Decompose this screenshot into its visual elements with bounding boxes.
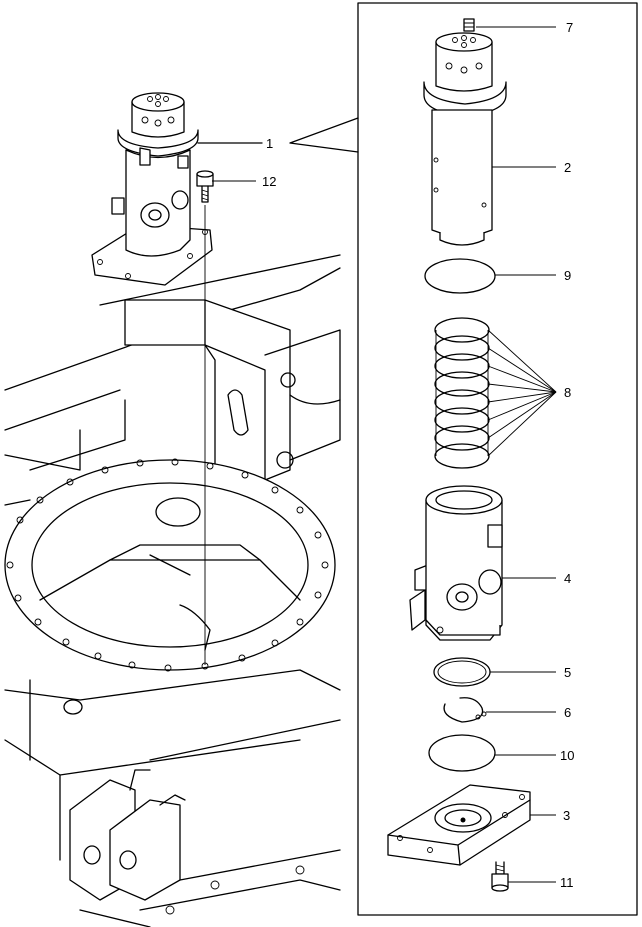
o-ring-part-10 bbox=[428, 734, 496, 772]
callout-2: 2 bbox=[564, 160, 571, 175]
spindle-part-2 bbox=[423, 32, 507, 246]
callout-numbers: 1 2 3 4 5 6 7 8 9 10 11 12 bbox=[262, 20, 574, 890]
callout-7: 7 bbox=[566, 20, 573, 35]
plug-part-7 bbox=[463, 18, 475, 32]
seal-stack-part-8 bbox=[434, 317, 490, 469]
machine-frame bbox=[4, 254, 341, 927]
o-ring-part-9 bbox=[424, 258, 496, 294]
exploded-view-frame bbox=[357, 2, 638, 916]
leader-lines bbox=[212, 26, 557, 883]
bolt-part-11 bbox=[491, 861, 509, 892]
callout-5: 5 bbox=[564, 665, 571, 680]
callout-10: 10 bbox=[560, 748, 574, 763]
callout-9: 9 bbox=[564, 268, 571, 283]
callout-1-leader bbox=[197, 117, 359, 153]
callout-4: 4 bbox=[564, 571, 571, 586]
ring-part-5 bbox=[433, 657, 491, 687]
callout-8: 8 bbox=[564, 385, 571, 400]
body-part-4 bbox=[409, 485, 503, 641]
callout-6: 6 bbox=[564, 705, 571, 720]
bolt-12 bbox=[196, 170, 214, 203]
callout-1: 1 bbox=[266, 136, 273, 151]
callout-11: 11 bbox=[560, 875, 574, 890]
assembled-swivel-joint bbox=[91, 92, 213, 286]
ring-bolt-holes bbox=[6, 458, 329, 672]
callout-3: 3 bbox=[563, 808, 570, 823]
cover-plate-part-3 bbox=[387, 784, 531, 866]
snap-ring-part-6 bbox=[443, 697, 487, 723]
callout-12: 12 bbox=[262, 174, 276, 189]
top-port-holes bbox=[141, 94, 175, 127]
